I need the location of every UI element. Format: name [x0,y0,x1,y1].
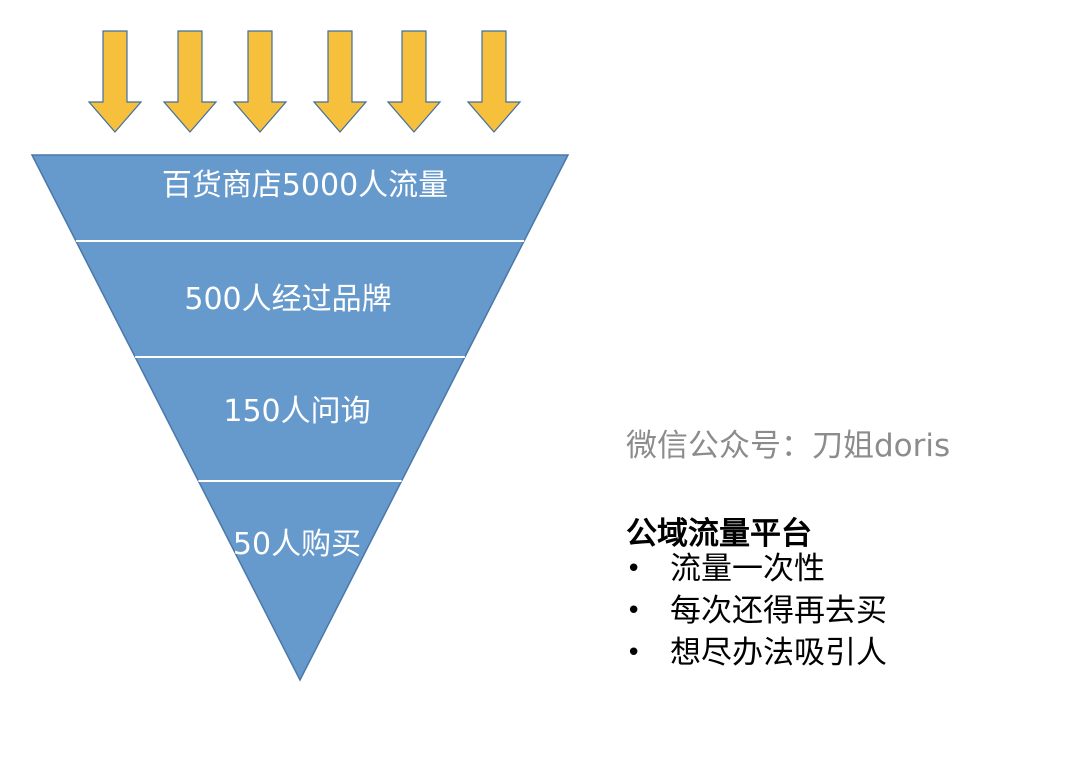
down-arrow-icon [232,30,288,133]
down-arrow-icon [87,30,143,133]
watermark-text: 微信公众号：刀姐doris [626,428,951,464]
down-arrow-icon [386,30,442,133]
funnel-stage-label: 150人问询 [223,394,370,429]
platform-bullet-list: 流量一次性 每次还得再去买 想尽办法吸引人 [626,548,887,674]
arrow-group [87,30,522,133]
funnel-stage-label: 50人购买 [233,527,361,562]
down-arrow-icon [466,30,522,133]
funnel-stage-label: 500人经过品牌 [184,282,391,317]
funnel-triangle [30,154,570,682]
funnel-labels: 百货商店5000人流量 500人经过品牌 150人问询 50人购买 [162,168,448,562]
bullet-item: 流量一次性 [626,548,887,590]
funnel-stage-label: 百货商店5000人流量 [162,168,448,203]
funnel-dividers [75,240,525,482]
down-arrow-icon [162,30,218,133]
platform-title: 公域流量平台 [626,516,812,552]
down-arrow-icon [312,30,368,133]
bullet-item: 每次还得再去买 [626,590,887,632]
bullet-item: 想尽办法吸引人 [626,632,887,674]
